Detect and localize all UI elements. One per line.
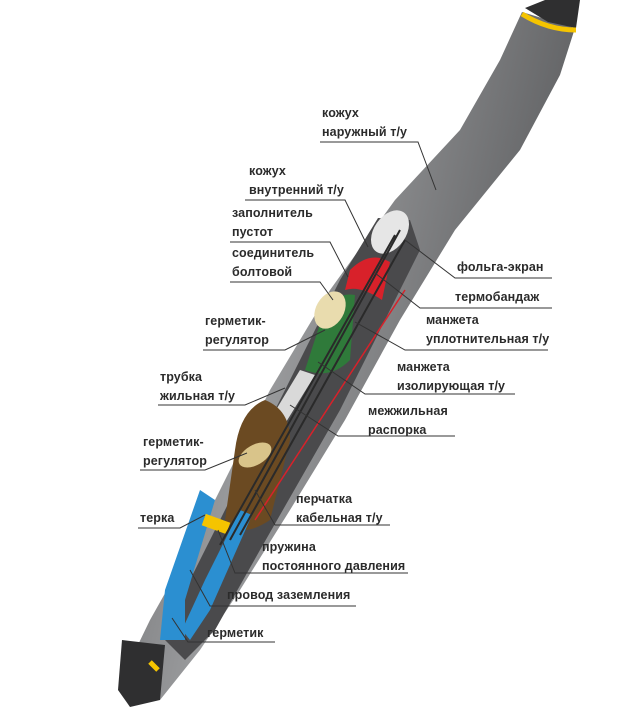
label-bolt-connector: соединитель болтовой xyxy=(232,244,314,282)
label-line: изолирующая т/у xyxy=(397,379,506,393)
cable-end-bottom xyxy=(118,640,165,707)
label-line: пружина xyxy=(262,540,316,554)
red-line xyxy=(254,289,406,521)
label-outer-casing: кожух наружный т/у xyxy=(322,104,407,142)
label-void-filler: заполнитель пустот xyxy=(232,204,313,242)
label-line: манжета xyxy=(397,360,450,374)
label-inner-casing: кожух внутренний т/у xyxy=(249,162,344,200)
label-line: наружный т/у xyxy=(322,125,408,139)
label-line: кабельная т/у xyxy=(296,511,383,525)
label-line: манжета xyxy=(426,313,479,327)
label-line: перчатка xyxy=(296,492,353,506)
cable-end-top xyxy=(525,0,580,28)
label-ground-wire: провод заземления xyxy=(227,588,351,602)
label-sealing-cuff: манжета уплотнительная т/у xyxy=(426,311,549,349)
sealant-blue xyxy=(160,490,215,640)
label-line: регулятор xyxy=(205,333,269,347)
label-sealant-regulator-2: герметик-регулятор xyxy=(143,433,207,471)
label-line: герметик- xyxy=(205,314,266,328)
pressure-spring xyxy=(201,513,231,535)
label-line: внутренний т/у xyxy=(249,183,344,197)
label-line: кожух xyxy=(322,106,359,120)
sealant-regulator xyxy=(238,442,272,468)
label-line: герметик- xyxy=(143,435,204,449)
label-line: постоянного давления xyxy=(262,559,406,573)
label-line: трубка xyxy=(160,370,203,384)
label-heat-band: термобандаж xyxy=(455,290,540,304)
sealant-blue-right xyxy=(182,510,252,640)
cable-glove xyxy=(225,400,290,530)
leader-lines xyxy=(138,141,552,643)
label-line: соединитель xyxy=(232,246,315,260)
label-sealant-regulator-1: герметик-регулятор xyxy=(205,312,269,350)
label-line: болтовой xyxy=(232,265,293,279)
label-line: кожух xyxy=(249,164,286,178)
label-line: жильная т/у xyxy=(160,389,236,403)
label-line: заполнитель xyxy=(232,206,313,220)
label-sealant: герметик xyxy=(207,626,264,640)
label-line: уплотнительная т/у xyxy=(426,332,550,346)
label-line: распорка xyxy=(368,423,427,437)
label-core-spacer: межжильная распорка xyxy=(368,402,448,440)
label-line: пустот xyxy=(232,225,274,239)
bolt-connector xyxy=(314,291,346,329)
label-cable-glove: перчатка кабельная т/у xyxy=(296,490,383,528)
label-line: регулятор xyxy=(143,454,207,468)
label-grater: терка xyxy=(140,511,175,525)
foil-screen xyxy=(370,210,410,254)
label-pressure-spring: пружина постоянного давления xyxy=(262,538,405,576)
label-insulating-cuff: манжета изолирующая т/у xyxy=(397,358,505,396)
yellow-band-bottom-icon xyxy=(148,660,160,672)
label-foil-screen: фольга-экран xyxy=(457,260,544,274)
label-core-tube: трубка жильная т/у xyxy=(160,368,235,406)
label-line: межжильная xyxy=(368,404,448,418)
yellow-band-icon xyxy=(520,11,577,33)
ground-wire xyxy=(219,229,406,546)
